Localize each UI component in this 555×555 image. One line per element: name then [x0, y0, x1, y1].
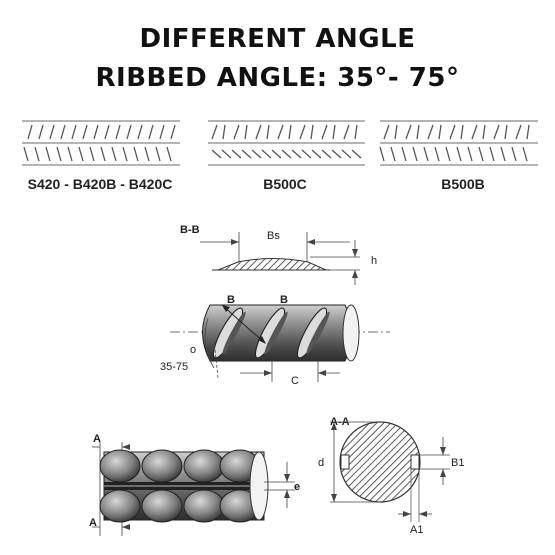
- angle-symbol: o: [190, 344, 196, 356]
- section-bb-label: B-B: [180, 224, 200, 236]
- marker-a-top: A: [93, 433, 101, 445]
- marker-b1: B: [227, 294, 235, 306]
- pattern-label-2: B500C: [263, 176, 307, 192]
- b1-label: B1: [451, 457, 464, 469]
- pattern-label-1: S420 - B420B - B420C: [27, 176, 173, 192]
- rebar-front-view: A A e: [89, 433, 300, 536]
- angle-range: 35-75: [160, 361, 188, 373]
- section-aa: A-A d B1 A1: [318, 416, 464, 536]
- title-line-1: DIFFERENT ANGLE: [139, 24, 416, 54]
- title-line-2: RIBBED ANGLE: 35°- 75°: [95, 63, 460, 93]
- h-label: h: [371, 255, 377, 267]
- pattern-label-3: B500B: [441, 176, 485, 192]
- section-bb: B-B Bs h: [180, 224, 377, 285]
- rib-pattern-2: [208, 120, 365, 166]
- rib-pattern-1: [22, 120, 180, 166]
- e-label: e: [294, 481, 300, 493]
- rib-pattern-3: [379, 120, 538, 166]
- rebar-side-view: B B o 35-75 C: [160, 294, 390, 387]
- marker-b2: B: [280, 294, 288, 306]
- a1-label: A1: [410, 524, 423, 536]
- d-label: d: [318, 457, 324, 469]
- bs-label: Bs: [267, 230, 280, 242]
- marker-a-bottom: A: [89, 517, 97, 529]
- spacing-c-label: C: [291, 375, 299, 387]
